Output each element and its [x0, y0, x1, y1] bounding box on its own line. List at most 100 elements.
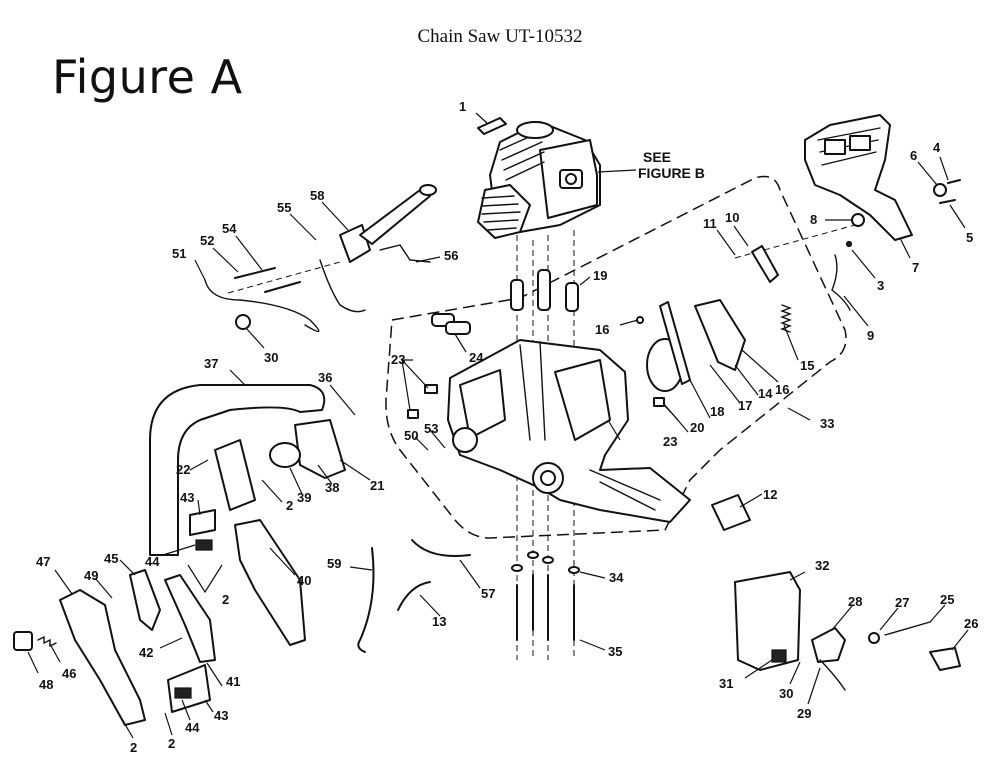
part-46-spring — [37, 635, 57, 648]
callout-41: 41 — [226, 674, 240, 689]
callout-19: 19 — [593, 268, 607, 283]
callout-56: 56 — [444, 248, 458, 263]
engine-assembly — [477, 121, 601, 239]
callout-34: 34 — [609, 570, 624, 585]
part-37-front-handle — [149, 384, 326, 556]
callout-25: 25 — [940, 592, 954, 607]
callout-47: 47 — [36, 554, 50, 569]
callout-51: 51 — [172, 246, 186, 261]
callout-28: 28 — [848, 594, 862, 609]
part-29-spring — [819, 659, 846, 691]
callout-numbers: 1 2 2 2 2 3 4 5 6 7 8 9 10 11 12 13 14 1… — [36, 99, 978, 755]
part-8-washer — [851, 213, 865, 227]
part-57-hose — [411, 539, 471, 557]
callout-45: 45 — [104, 551, 118, 566]
callout-54: 54 — [222, 221, 237, 236]
callout-49: 49 — [84, 568, 98, 583]
part-25-shaft — [884, 621, 931, 636]
part-15-spring — [780, 304, 792, 333]
callout-5: 5 — [966, 230, 973, 245]
part-17-bracket — [694, 299, 746, 371]
part-9-spring-rod — [831, 254, 851, 311]
part-39-bushing — [269, 442, 301, 468]
part-22-plate — [214, 439, 256, 511]
callout-13: 13 — [432, 614, 446, 629]
callout-16: 16 — [775, 382, 789, 397]
callout-57: 57 — [481, 586, 495, 601]
part-13-hose — [397, 581, 431, 611]
callout-50: 50 — [404, 428, 418, 443]
leader-lines — [27, 112, 969, 739]
see-figure-b-line1: SEE — [643, 149, 671, 165]
part-47-rear-handle — [59, 589, 146, 726]
assembly-boundary-33 — [385, 175, 847, 539]
callout-36: 36 — [318, 370, 332, 385]
part-32-pump-plate — [734, 571, 801, 671]
wiring-harness — [204, 184, 437, 333]
part-1-label-plate — [477, 117, 507, 135]
callout-11: 11 — [703, 216, 717, 231]
callout-10: 10 — [725, 210, 739, 225]
callout-40: 40 — [297, 573, 311, 588]
part-27-seal — [868, 632, 880, 644]
callout-37: 37 — [204, 356, 218, 371]
callout-27: 27 — [895, 595, 909, 610]
part-3-pin — [845, 240, 853, 248]
part-45-trigger — [129, 569, 161, 631]
callout-16: 16 — [595, 322, 609, 337]
figure-title: Figure A — [52, 50, 243, 104]
callout-30: 30 — [779, 686, 793, 701]
main-housing — [447, 339, 691, 523]
callout-35: 35 — [608, 644, 622, 659]
callout-9: 9 — [867, 328, 874, 343]
document-title: Chain Saw UT-10532 — [417, 26, 583, 47]
part-4-screw — [947, 179, 961, 184]
part-19-sleeves — [510, 269, 579, 312]
callout-21: 21 — [370, 478, 384, 493]
part-59-hose — [357, 547, 375, 653]
callout-23: 23 — [663, 434, 677, 449]
callout-33: 33 — [820, 416, 834, 431]
part-34-washers — [511, 551, 580, 574]
see-figure-b-line2: FIGURE B — [638, 165, 705, 181]
callout-12: 12 — [763, 487, 777, 502]
callout-30: 30 — [264, 350, 278, 365]
part-31-block — [771, 649, 787, 663]
callout-15: 15 — [800, 358, 814, 373]
part-26-link — [929, 647, 961, 671]
callout-29: 29 — [797, 706, 811, 721]
part-23-clips — [407, 384, 665, 419]
callout-7: 7 — [912, 260, 919, 275]
part-35-bolts — [516, 574, 575, 641]
part-44-pad-top — [195, 539, 213, 551]
part-24-pins — [431, 313, 471, 335]
part-43-plate-top — [189, 509, 216, 536]
callout-44: 44 — [185, 720, 200, 735]
callout-43: 43 — [214, 708, 228, 723]
callout-58: 58 — [310, 188, 324, 203]
part-28-pump — [811, 627, 846, 663]
callout-55: 55 — [277, 200, 291, 215]
part-44-pad-bottom — [174, 687, 192, 699]
part-5-screw — [939, 199, 956, 204]
callout-24: 24 — [469, 350, 484, 365]
callout-17: 17 — [738, 398, 752, 413]
callout-6: 6 — [910, 148, 917, 163]
part-48-knob — [13, 631, 33, 651]
callout-59: 59 — [327, 556, 341, 571]
callout-23: 23 — [391, 352, 405, 367]
callout-42: 42 — [139, 645, 153, 660]
callout-18: 18 — [710, 404, 724, 419]
callout-4: 4 — [933, 140, 941, 155]
chain-brake-guard — [804, 114, 913, 241]
callout-44: 44 — [145, 554, 160, 569]
callout-52: 52 — [200, 233, 214, 248]
part-40-side-cover — [234, 519, 306, 646]
callout-39: 39 — [297, 490, 311, 505]
part-38-bracket — [294, 419, 346, 479]
part-41-bracket — [164, 574, 216, 663]
callout-38: 38 — [325, 480, 339, 495]
callout-2: 2 — [222, 592, 229, 607]
callout-8: 8 — [810, 212, 817, 227]
